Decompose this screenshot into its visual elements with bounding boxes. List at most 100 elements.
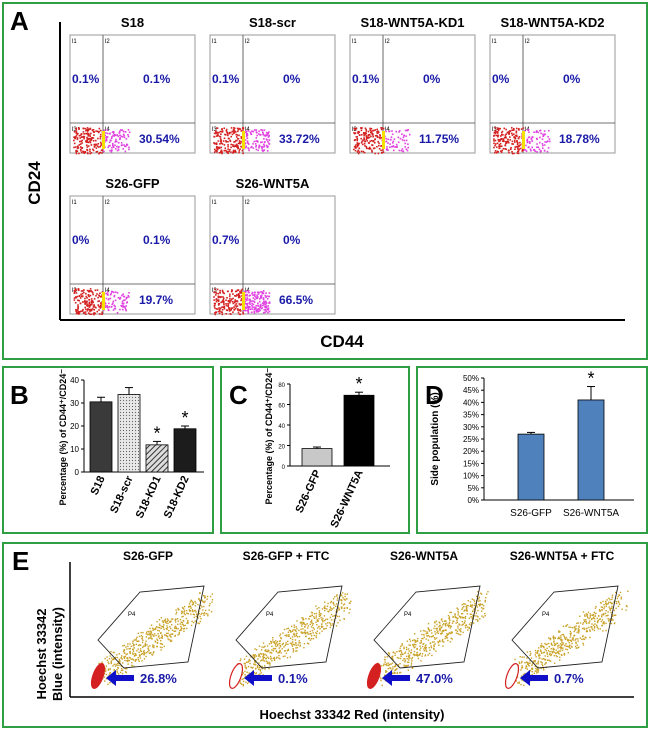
flow-plot: S26-GFPl1l2l3l40%0.1%19.7% [69, 176, 196, 316]
flow-plot-events [73, 127, 131, 155]
quadrant-4-percent: 66.5% [279, 293, 313, 307]
quadrant-id: l2 [105, 200, 110, 206]
y-tick-label: 20 [278, 445, 285, 451]
quadrant-2-percent: 0% [283, 233, 301, 247]
bar [145, 444, 169, 473]
flow-plot-frame [69, 195, 196, 315]
panel-d-letter: D [425, 380, 444, 410]
flow-plot-events [73, 288, 130, 316]
panel-b [2, 366, 214, 534]
flow-plot-frame [349, 34, 476, 154]
quadrant-1-percent: 0.1% [352, 72, 380, 86]
side-population-percent: 0.1% [278, 671, 308, 686]
quadrant-id: l1 [212, 39, 217, 45]
quadrant-id: l2 [385, 39, 390, 45]
quadrant-4-percent: 19.7% [139, 293, 173, 307]
y-axis-label: Side population (%) [430, 392, 441, 485]
y-tick-label: 25% [463, 435, 479, 444]
flow-plot-frame [69, 34, 196, 154]
side-population-percent: 0.7% [554, 671, 584, 686]
p4-gate-label: P4 [128, 612, 136, 618]
panel-d [416, 366, 648, 534]
sp-plot-events [235, 592, 352, 687]
y-tick-label: 50% [463, 374, 479, 383]
bar [117, 394, 141, 473]
panel-a-letter: A [10, 6, 29, 36]
p4-gate [235, 585, 343, 669]
category-label: S18 [89, 474, 108, 497]
quadrant-id: l2 [105, 39, 110, 45]
y-tick-label: 0 [282, 465, 286, 471]
y-tick-label: 60 [278, 404, 285, 410]
panel-e-ylabel-line1: Hoechst 33342 [34, 608, 49, 699]
category-label: S26-GFP [510, 508, 552, 519]
sp-plot: S26-GFP P4 26.8% [90, 549, 214, 689]
y-tick-label: 10 [70, 445, 79, 454]
y-tick-label: 20 [70, 422, 79, 431]
flow-plot-title: S18-WNT5A-KD1 [360, 15, 464, 30]
flow-plot-events [493, 127, 551, 155]
bar [343, 394, 375, 467]
panel-b-letter: B [10, 380, 29, 410]
quadrant-4-percent: 33.72% [279, 132, 320, 146]
quadrant-id: l3 [212, 288, 217, 294]
sp-plot-title: S26-GFP [123, 549, 173, 563]
y-tick-label: 20% [463, 447, 479, 456]
bar [517, 433, 545, 501]
quadrant-2-percent: 0.1% [143, 233, 171, 247]
side-population-percent: 26.8% [140, 671, 177, 686]
sp-plot-title: S26-WNT5A + FTC [510, 549, 615, 563]
category-label: S18-scr [108, 474, 136, 516]
category-label: S26-WNT5A [328, 468, 365, 530]
quadrant-id: l4 [245, 127, 250, 133]
flow-plot-events [213, 127, 271, 155]
side-population-gate [504, 663, 520, 689]
panel-e-xlabel: Hoechst 33342 Red (intensity) [260, 707, 445, 722]
flow-plot-title: S18-WNT5A-KD2 [500, 15, 604, 30]
y-tick-label: 10% [463, 472, 479, 481]
y-axis-label: Percentage (%) of CD44⁺/CD24⁻ cells [58, 366, 68, 506]
p4-gate [97, 585, 205, 669]
quadrant-id: l3 [492, 127, 497, 133]
category-label: S18-KD2 [162, 474, 192, 520]
quadrant-2-percent: 0% [283, 72, 301, 86]
arrow-icon [520, 670, 548, 686]
flow-plot: S18l1l2l3l40.1%0.1%30.54% [69, 15, 196, 155]
flow-plot-frame [209, 34, 336, 154]
quadrant-4-percent: 30.54% [139, 132, 180, 146]
quadrant-1-percent: 0% [492, 72, 510, 86]
panel-a-flow-plots: CD24 CD44 S18l1l2l3l40.1%0.1%30.54%S18-s… [25, 15, 625, 351]
y-tick-label: 45% [463, 386, 479, 395]
panel-a-ylabel: CD24 [25, 161, 44, 205]
flow-plot-events [353, 127, 411, 155]
side-population-gate [366, 663, 382, 689]
quadrant-id: l1 [492, 39, 497, 45]
quadrant-id: l1 [72, 39, 77, 45]
bar [89, 401, 113, 473]
panel-e-ylabel-line2: Blue (intensity) [50, 607, 65, 701]
flow-plot-title: S18 [121, 15, 144, 30]
y-tick-label: 35% [463, 411, 479, 420]
side-population-gate [228, 663, 244, 689]
significance-star: * [181, 408, 188, 428]
p4-gate-label: P4 [404, 612, 412, 618]
y-axis-label: Percentage (%) of CD44⁺/CD24⁻ cells [264, 366, 274, 505]
quadrant-id: l2 [245, 200, 250, 206]
flow-plot-events [213, 288, 271, 316]
significance-star: * [153, 423, 160, 443]
y-tick-label: 5% [467, 484, 479, 493]
p4-gate-label: P4 [266, 612, 274, 618]
category-label: S26-WNT5A [563, 508, 619, 519]
category-label: S26-GFP [293, 468, 323, 515]
sp-plot-events [509, 590, 629, 687]
panel-c-letter: C [229, 380, 248, 410]
y-tick-label: 40% [463, 398, 479, 407]
